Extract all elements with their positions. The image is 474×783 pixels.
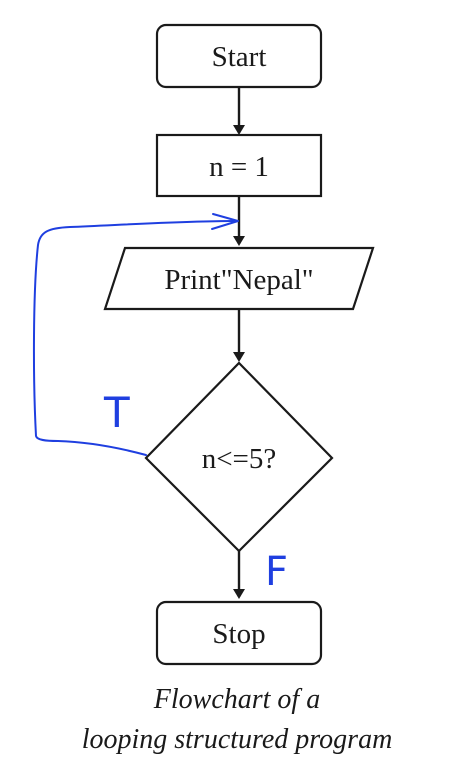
start-node: Start xyxy=(155,23,323,89)
init-process-shape xyxy=(155,133,323,198)
caption-line-1: Flowchart of a xyxy=(153,684,321,715)
stop-terminal-shape xyxy=(155,600,323,666)
start-label: Start xyxy=(212,41,267,73)
print-node: Print"Nepal" xyxy=(103,246,375,311)
false-label: F xyxy=(265,549,288,595)
stop-label: Stop xyxy=(212,618,265,650)
init-node: n = 1 xyxy=(155,133,323,198)
true-label: T xyxy=(103,388,130,437)
init-label: n = 1 xyxy=(209,151,269,183)
stop-node: Stop xyxy=(155,600,323,666)
caption-line-2: looping structured program xyxy=(81,724,393,755)
decision-node: n<=5? xyxy=(144,361,334,553)
figure-caption: Flowchart of a looping structured progra… xyxy=(0,680,474,760)
decision-label: n<=5? xyxy=(202,443,277,475)
print-io-shape xyxy=(103,246,375,311)
print-label: Print"Nepal" xyxy=(164,264,313,296)
true-loop-handdrawn-line xyxy=(32,220,237,456)
true-loop-arrowhead xyxy=(211,213,239,230)
